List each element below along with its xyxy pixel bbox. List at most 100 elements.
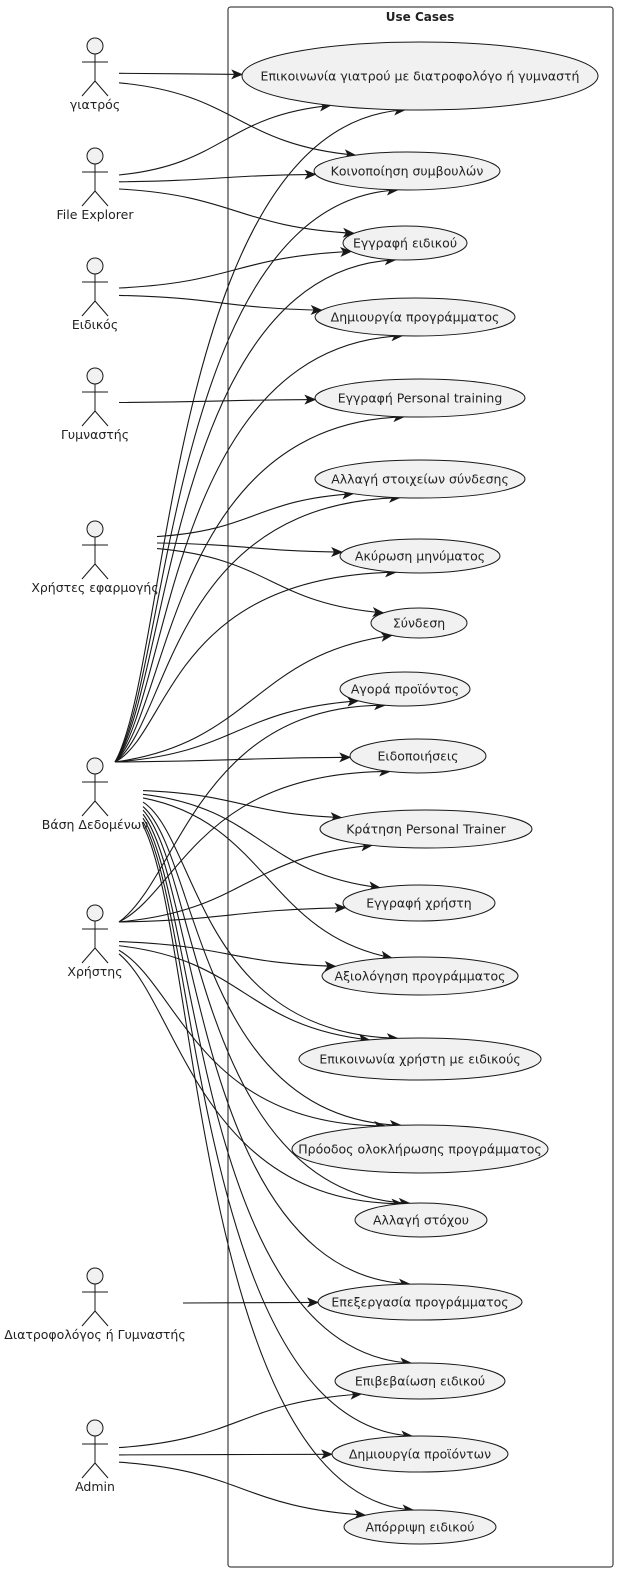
- association-doctor-uc1: [118, 69, 244, 80]
- association-database-uc10: [114, 752, 352, 763]
- actor-figure: [81, 54, 109, 97]
- association-database-uc14: [142, 801, 399, 1044]
- use-case-ellipse: [298, 1037, 542, 1081]
- actor-figure: [81, 164, 109, 207]
- use-case-uc8[interactable]: Σύνδεση: [370, 607, 468, 639]
- use-case-label: Αξιολόγηση προγράμματος: [335, 969, 506, 984]
- actor-appusers[interactable]: Χρήστες εφαρμογής: [31, 520, 159, 595]
- actor-user[interactable]: Χρήστης: [67, 904, 123, 979]
- use-case-label: Αγορά προϊόντος: [351, 682, 459, 697]
- actor-icon: [86, 1419, 104, 1437]
- use-case-label: Ακύρωση μηνύματος: [355, 549, 485, 564]
- use-case-uc19[interactable]: Δημιουργία προϊόντων: [331, 1435, 509, 1473]
- use-case-uc7[interactable]: Ακύρωση μηνύματος: [339, 538, 501, 574]
- association-database-uc5: [114, 412, 406, 763]
- association-user-uc13: [118, 941, 337, 971]
- actor-admin[interactable]: Admin: [75, 1419, 115, 1494]
- actor-icon: [86, 757, 104, 775]
- association-database-uc12: [142, 793, 381, 892]
- use-case-ellipse: [314, 459, 526, 499]
- association-database-uc16: [142, 809, 411, 1208]
- actor-label: File Explorer: [57, 207, 135, 222]
- actor-label: Admin: [75, 1479, 115, 1494]
- association-admin-uc20: [118, 1461, 367, 1520]
- actor-specialist[interactable]: Ειδικός: [72, 257, 118, 332]
- association-database-uc9: [114, 696, 360, 763]
- use-case-uc6[interactable]: Αλλαγή στοιχείων σύνδεσης: [314, 459, 526, 499]
- use-case-ellipse: [291, 1124, 549, 1174]
- use-case-ellipse: [339, 671, 471, 707]
- use-case-uc9[interactable]: Αγορά προϊόντος: [339, 671, 471, 707]
- use-case-label: Εγγραφή ειδικού: [353, 236, 457, 251]
- use-case-uc14[interactable]: Επικοινωνία χρήστη με ειδικούς: [298, 1037, 542, 1081]
- association-user-uc10: [118, 766, 392, 923]
- use-case-uc5[interactable]: Εγγραφή Personal training: [314, 378, 526, 418]
- use-case-ellipse: [313, 151, 501, 191]
- association-user-uc11: [118, 841, 374, 923]
- use-case-uc4[interactable]: Δημιουργία προγράμματος: [314, 297, 516, 337]
- actor-doctor[interactable]: γιατρός: [70, 37, 120, 112]
- use-case-uc20[interactable]: Απόρριψη ειδικού: [343, 1509, 497, 1545]
- use-case-label: Επιβεβαίωση ειδικού: [355, 1374, 485, 1389]
- use-case-ellipse: [339, 538, 501, 574]
- actor-database[interactable]: Βάση Δεδομένων: [42, 757, 148, 832]
- association-admin-uc18: [118, 1389, 363, 1449]
- use-case-ellipse: [314, 297, 516, 337]
- use-case-label: Κράτηση Personal Trainer: [346, 822, 506, 837]
- association-user-uc16: [118, 953, 404, 1209]
- actor-icon: [86, 147, 104, 165]
- use-case-uc1[interactable]: Επικοινωνία γιατρού με διατροφολόγο ή γυ…: [241, 41, 599, 111]
- use-cases: Επικοινωνία γιατρού με διατροφολόγο ή γυ…: [241, 41, 599, 1545]
- actor-nutritionist[interactable]: Διατροφολόγος ή Γυμναστής: [4, 1267, 186, 1342]
- actor-figure: [81, 274, 109, 317]
- association-appusers-uc6: [156, 489, 355, 538]
- association-nutritionist-uc17: [182, 1297, 320, 1308]
- use-case-label: Δημιουργία προϊόντων: [349, 1447, 491, 1462]
- actor-label: Βάση Δεδομένων: [42, 817, 148, 832]
- association-database-uc3: [114, 255, 397, 763]
- actor-figure: [81, 384, 109, 427]
- actor-trainer[interactable]: Γυμναστής: [61, 367, 129, 442]
- actor-label: Χρήστης: [67, 964, 122, 979]
- use-case-uc11[interactable]: Κράτηση Personal Trainer: [319, 809, 533, 849]
- use-case-uc13[interactable]: Αξιολόγηση προγράμματος: [321, 956, 519, 996]
- actor-fileexplorer[interactable]: File Explorer: [57, 147, 135, 222]
- association-user-uc9: [118, 700, 387, 923]
- use-case-uc18[interactable]: Επιβεβαίωση ειδικού: [334, 1362, 506, 1400]
- use-case-ellipse: [241, 41, 599, 111]
- actor-label: Διατροφολόγος ή Γυμναστής: [4, 1327, 185, 1342]
- association-database-uc2: [114, 185, 399, 763]
- use-case-uc12[interactable]: Εγγραφή χρήστη: [342, 884, 496, 922]
- use-case-label: Αλλαγή στοιχείων σύνδεσης: [331, 472, 509, 487]
- use-case-label: Επικοινωνία γιατρού με διατροφολόγο ή γυ…: [261, 69, 580, 84]
- use-case-ellipse: [354, 1202, 488, 1238]
- use-case-uc3[interactable]: Εγγραφή ειδικού: [342, 225, 468, 261]
- use-case-ellipse: [331, 1435, 509, 1473]
- association-database-uc18: [142, 817, 413, 1368]
- association-database-uc20: [142, 825, 415, 1515]
- association-user-uc12: [118, 902, 347, 923]
- use-case-uc2[interactable]: Κοινοποίηση συμβουλών: [313, 151, 501, 191]
- use-case-ellipse: [321, 956, 519, 996]
- use-case-uc15[interactable]: Πρόοδος ολοκλήρωσης προγράμματος: [291, 1124, 549, 1174]
- actor-icon: [86, 1267, 104, 1285]
- association-trainer-uc5: [118, 394, 317, 405]
- use-case-label: Ειδοποιήσεις: [378, 749, 459, 764]
- use-case-ellipse: [343, 1509, 497, 1545]
- use-case-ellipse: [317, 1283, 523, 1321]
- association-database-uc15: [142, 806, 402, 1130]
- actor-icon: [86, 367, 104, 385]
- use-case-uc17[interactable]: Επεξεργασία προγράμματος: [317, 1283, 523, 1321]
- use-case-uc10[interactable]: Ειδοποιήσεις: [349, 738, 487, 774]
- system-boundary: [227, 6, 614, 1568]
- actor-icon: [86, 257, 104, 275]
- actor-figure: [81, 1436, 109, 1479]
- system-title: Use Cases: [386, 10, 455, 24]
- actor-label: Γυμναστής: [61, 427, 129, 442]
- association-database-uc8: [114, 631, 393, 763]
- use-case-uc16[interactable]: Αλλαγή στόχου: [354, 1202, 488, 1238]
- association-user-uc14: [118, 945, 371, 1044]
- use-case-ellipse: [370, 607, 468, 639]
- association-database-uc1: [114, 105, 406, 763]
